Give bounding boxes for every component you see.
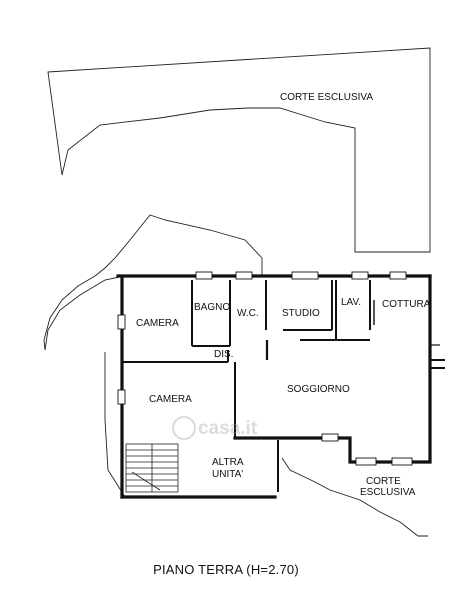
- label-camera-1: CAMERA: [136, 318, 179, 329]
- exterior-wall-bottom-mid: [233, 436, 432, 464]
- label-bagno: BAGNO: [194, 302, 230, 313]
- label-wc: W.C.: [237, 308, 259, 319]
- courtyard-left-edge: [104, 352, 126, 498]
- label-corte-esclusiva-br-line1: CORTE: [366, 476, 401, 487]
- label-corte-esclusiva-br-line2: ESCLUSIVA: [360, 487, 416, 498]
- staircase: [125, 443, 179, 493]
- label-studio: STUDIO: [282, 308, 320, 319]
- watermark-text: casa.it: [198, 418, 258, 439]
- window-wc: [235, 271, 253, 280]
- courtyard-top-outline: [47, 47, 431, 253]
- label-soggiorno: SOGGIORNO: [287, 384, 350, 395]
- courtyard-bottom-right-outline: [281, 457, 428, 537]
- label-altra-unita-line1: ALTRA: [212, 457, 244, 468]
- window-studio: [291, 271, 319, 280]
- window-bagno: [195, 271, 213, 280]
- window-cottura: [389, 271, 407, 280]
- window-camera2: [117, 389, 126, 405]
- label-camera-2: CAMERA: [149, 394, 192, 405]
- watermark: casa.it: [172, 416, 258, 440]
- label-corte-esclusiva-top: CORTE ESCLUSIVA: [280, 92, 373, 103]
- watermark-logo-icon: [172, 416, 196, 440]
- label-lav: LAV.: [341, 297, 361, 308]
- window-soggiorno-bottom: [321, 433, 339, 442]
- window-lav: [351, 271, 369, 280]
- label-dis: DIS.: [214, 349, 233, 360]
- label-altra-unita-line2: UNITA': [212, 469, 243, 480]
- courtyard-left-outline: [43, 214, 263, 351]
- plan-caption: PIANO TERRA (H=2.70): [153, 562, 299, 577]
- window-camera1: [117, 314, 126, 330]
- label-cottura: COTTURA: [382, 299, 431, 310]
- window-corte-2: [391, 457, 413, 466]
- window-corte-1: [355, 457, 377, 466]
